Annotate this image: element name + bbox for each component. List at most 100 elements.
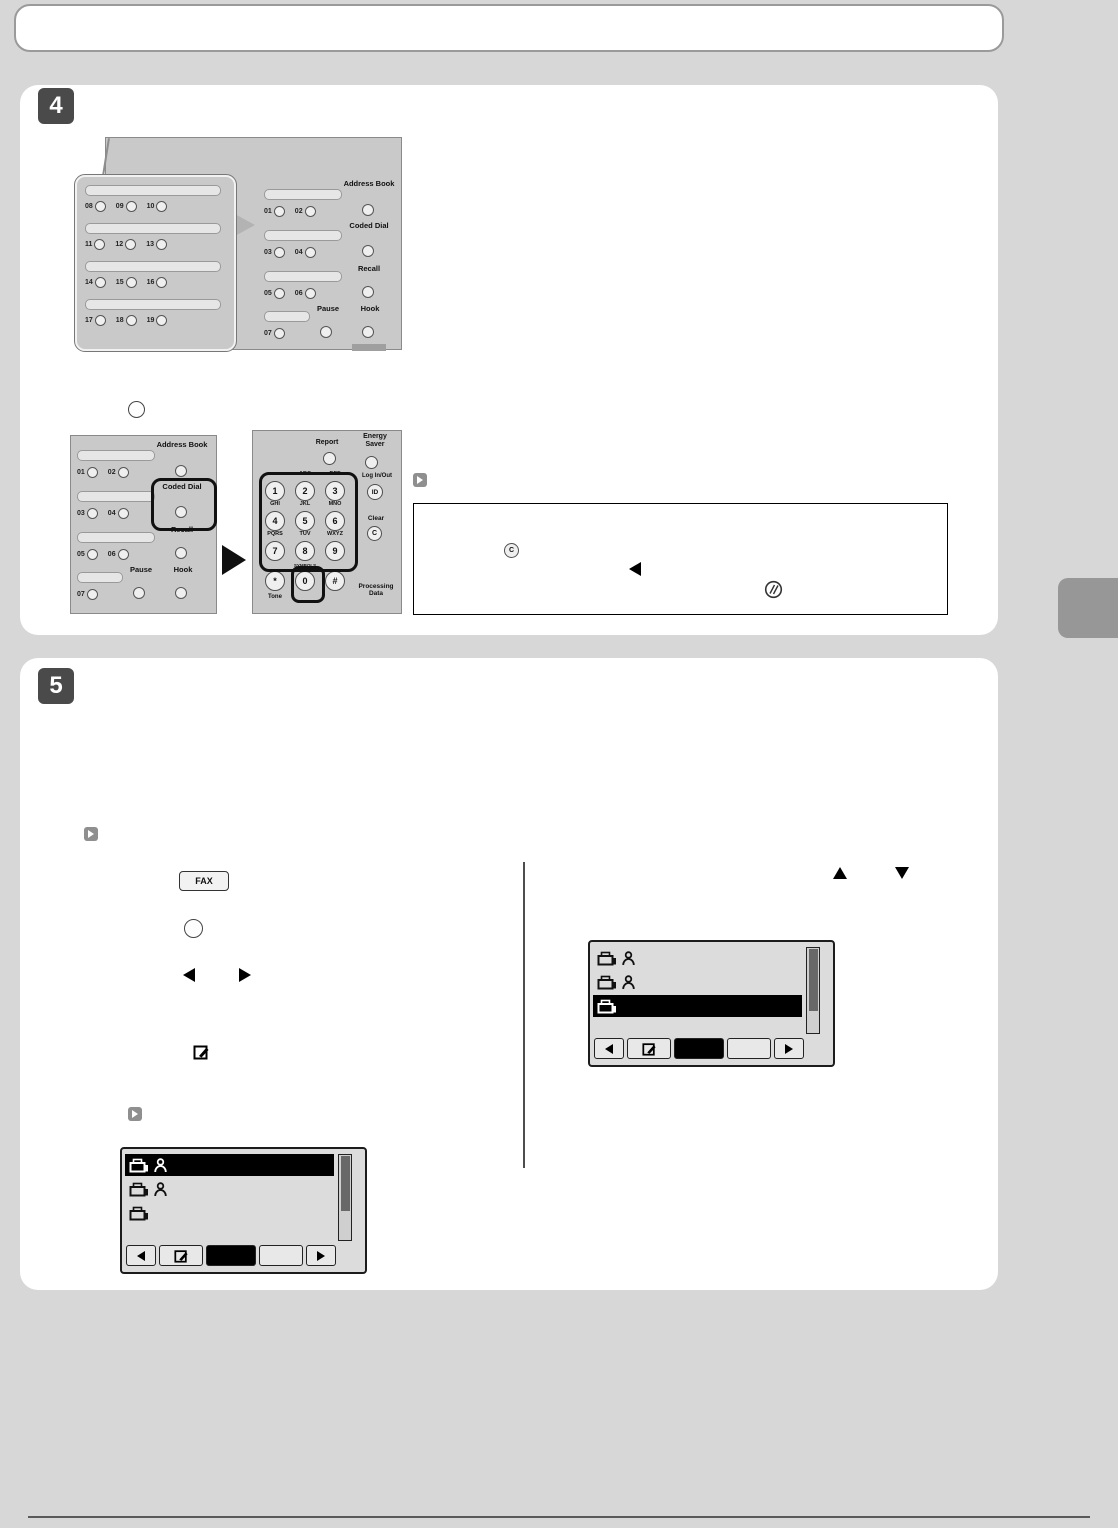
key-number: 05 bbox=[264, 290, 272, 297]
step-4-badge: 4 bbox=[38, 88, 74, 124]
clear-label: Clear bbox=[367, 515, 385, 522]
lcd-list-item bbox=[125, 1178, 334, 1200]
fax-machine-icon bbox=[129, 1158, 148, 1172]
one-touch-key bbox=[304, 288, 316, 299]
one-touch-row: 14 15 16 bbox=[85, 277, 175, 288]
lcd-dark-button bbox=[206, 1245, 256, 1266]
hook-key bbox=[175, 587, 187, 599]
hook-label: Hook bbox=[173, 565, 193, 574]
left-arrow-key-icon bbox=[183, 968, 195, 982]
energy-saver-label: Energy Saver bbox=[363, 433, 387, 448]
key-number: 19 bbox=[146, 317, 155, 324]
digit-key-1: 1 bbox=[265, 481, 285, 501]
one-touch-overlay-panel: 08 09 10 11 12 13 14 15 16 17 18 19 bbox=[74, 174, 237, 352]
panel-slot bbox=[77, 450, 155, 461]
lcd-scrollbar bbox=[338, 1154, 352, 1241]
one-touch-key bbox=[304, 247, 316, 258]
speed-dial-row: 05 06 bbox=[77, 549, 137, 560]
key-letters: MNO bbox=[328, 501, 342, 507]
edit-icon bbox=[193, 1045, 209, 1060]
panel-slot bbox=[85, 299, 221, 310]
key-number: 01 bbox=[77, 469, 85, 476]
one-touch-key bbox=[117, 549, 129, 560]
panel-slot bbox=[264, 271, 342, 282]
key-number: 04 bbox=[107, 510, 116, 517]
key-number: 02 bbox=[294, 208, 303, 215]
panel-slot bbox=[77, 572, 123, 583]
one-touch-key bbox=[125, 201, 137, 212]
speed-dial-row: 03 04 bbox=[264, 247, 324, 258]
address-book-label: Address Book bbox=[343, 179, 395, 188]
one-touch-key bbox=[94, 201, 106, 212]
fax-machine-icon bbox=[129, 1182, 148, 1196]
speed-dial-row: 07 bbox=[77, 589, 106, 600]
log-in-out-label: Log In/Out bbox=[362, 473, 392, 479]
report-label: Report bbox=[315, 439, 339, 446]
lcd-list-item-selected bbox=[125, 1154, 334, 1176]
key-number: 04 bbox=[294, 249, 303, 256]
step-5-badge: 5 bbox=[38, 668, 74, 704]
key-number: 15 bbox=[115, 279, 124, 286]
lcd-left-arrow-button bbox=[126, 1245, 156, 1266]
one-touch-key bbox=[273, 206, 285, 217]
one-touch-key bbox=[86, 508, 98, 519]
coded-dial-key bbox=[362, 245, 374, 257]
one-touch-row: 17 18 19 bbox=[85, 315, 175, 326]
fax-key: FAX bbox=[179, 871, 229, 891]
panel-slot bbox=[85, 185, 221, 196]
key-number: 12 bbox=[115, 241, 124, 248]
symbols-label: SYMBOLS bbox=[293, 563, 317, 568]
key-letters: JKL bbox=[299, 501, 311, 507]
one-touch-key-icon bbox=[128, 401, 145, 418]
recall-label: Recall bbox=[357, 264, 381, 273]
panel-slot bbox=[77, 491, 155, 502]
zero-key-highlight-ring bbox=[291, 566, 325, 603]
speed-dial-row: 07 bbox=[264, 328, 293, 339]
pause-label: Pause bbox=[316, 304, 340, 313]
lcd-list-item bbox=[593, 971, 802, 993]
one-touch-key bbox=[94, 239, 106, 250]
key-letters: GHI bbox=[270, 501, 280, 507]
hash-key: # bbox=[325, 571, 345, 591]
lcd-plain-button bbox=[727, 1038, 771, 1059]
arrow-icon bbox=[222, 545, 246, 575]
coded-dial-key bbox=[175, 506, 187, 518]
key-number: 13 bbox=[146, 241, 154, 248]
fax-machine-icon bbox=[597, 951, 616, 965]
lcd-list-item bbox=[125, 1202, 334, 1224]
page-edge-tab bbox=[1058, 578, 1118, 638]
note-icon bbox=[128, 1107, 142, 1121]
key-number: 11 bbox=[85, 241, 93, 248]
key-number: 05 bbox=[77, 551, 85, 558]
speed-dial-row: 05 06 bbox=[264, 288, 324, 299]
ok-key-icon bbox=[184, 919, 203, 938]
back-arrow-icon bbox=[629, 562, 641, 576]
key-number: 06 bbox=[294, 290, 303, 297]
key-number: 09 bbox=[115, 203, 124, 210]
right-arrow-key-icon bbox=[239, 968, 251, 982]
one-touch-key bbox=[273, 288, 285, 299]
speed-dial-row: 03 04 bbox=[77, 508, 137, 519]
clear-key-icon: C bbox=[504, 543, 519, 558]
key-letters: WXYZ bbox=[327, 531, 343, 537]
overlay-connector bbox=[233, 213, 255, 237]
fax-machine-icon bbox=[597, 999, 616, 1013]
digit-key-2: 2 bbox=[295, 481, 315, 501]
key-number: 18 bbox=[115, 317, 124, 324]
digit-keys-highlight-ring bbox=[259, 472, 358, 572]
lcd-dark-button bbox=[674, 1038, 724, 1059]
digit-key-9: 9 bbox=[325, 541, 345, 561]
note-box: C bbox=[413, 503, 948, 615]
energy-saver-key bbox=[365, 456, 378, 469]
one-touch-key bbox=[273, 247, 285, 258]
key-letters: PQRS bbox=[267, 531, 283, 537]
edit-icon bbox=[642, 1042, 656, 1056]
pause-label: Pause bbox=[129, 565, 153, 574]
processing-data-label: Processing Data bbox=[358, 583, 394, 598]
coded-dial-label: Coded Dial bbox=[349, 221, 389, 230]
coded-dial-highlight-ring bbox=[151, 478, 217, 531]
lcd-right-arrow-button bbox=[774, 1038, 804, 1059]
reset-key-icon bbox=[764, 580, 783, 599]
person-icon bbox=[622, 950, 635, 965]
